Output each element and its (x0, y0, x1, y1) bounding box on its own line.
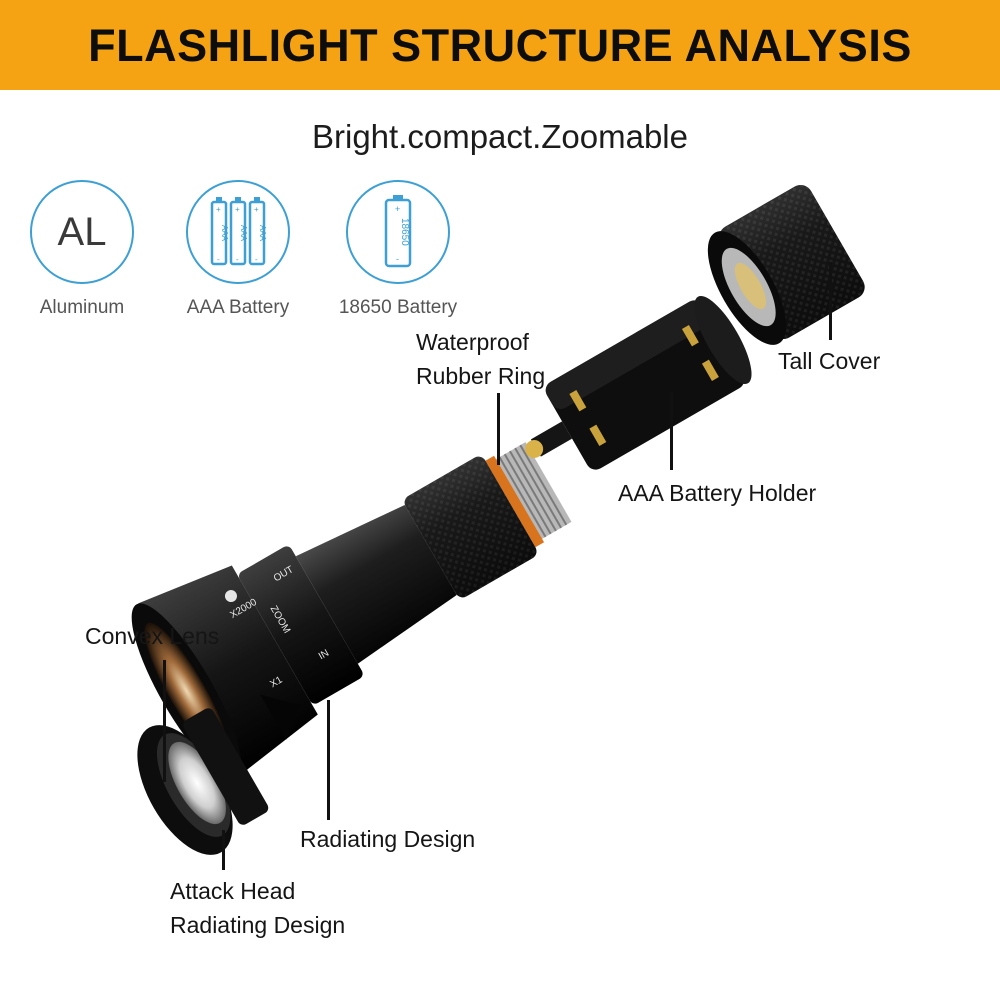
svg-text:-: - (396, 254, 399, 264)
aaa-battery-icon: + + + - - - AAA AAA AAA (186, 180, 290, 284)
leader-tall-cover (829, 262, 832, 340)
callout-tall-cover: Tall Cover (778, 348, 881, 374)
18650-battery-icon: + - 18650 (346, 180, 450, 284)
leader-waterproof (497, 393, 500, 465)
aaa-label-2: AAA (239, 225, 248, 242)
battery-holder (525, 295, 752, 470)
aaa-battery-label: AAA Battery (186, 297, 290, 318)
leader-convex-lens (163, 660, 166, 782)
aaa-label-1: AAA (220, 225, 229, 242)
leader-battery-holder (670, 392, 673, 470)
callout-radiating-design: Radiating Design (300, 826, 476, 852)
aaa-label-3: AAA (258, 225, 267, 242)
svg-text:+: + (216, 205, 221, 214)
callout-battery-holder: AAA Battery Holder (618, 480, 817, 506)
18650-battery-label: 18650 Battery (338, 297, 458, 318)
svg-text:-: - (236, 255, 239, 264)
svg-text:+: + (235, 205, 240, 214)
callout-convex-lens: Convex Lens (85, 623, 220, 649)
callout-attack-head-line2: Radiating Design (170, 912, 346, 938)
title-banner (0, 0, 1000, 90)
callout-attack-head-line1: Attack Head (170, 878, 296, 904)
svg-text:-: - (255, 255, 258, 264)
in-marking: IN (317, 648, 331, 663)
callout-waterproof-line2: Rubber Ring (416, 363, 546, 389)
flashlight-body: ZOOM OUT IN X1 X2000 (131, 442, 572, 779)
aluminum-icon: AL (30, 180, 134, 284)
x1-marking: X1 (268, 674, 284, 690)
18650-battery-graphic: + - 18650 (384, 195, 412, 268)
subtitle: Bright.compact.Zoomable (311, 118, 688, 155)
callout-waterproof-line1: Waterproof (416, 329, 529, 355)
svg-text:+: + (395, 204, 400, 214)
page-title: FLASHLIGHT STRUCTURE ANALYSIS (88, 20, 912, 71)
aluminum-label: Aluminum (39, 297, 125, 318)
leader-radiating-design (327, 700, 330, 820)
attack-head-ring (137, 708, 269, 855)
svg-text:-: - (217, 255, 220, 264)
aaa-battery-graphic: + + + - - - AAA AAA AAA (210, 197, 267, 266)
18650-label: 18650 (399, 218, 410, 246)
leader-attack-head (222, 830, 225, 870)
aluminum-icon-text: AL (57, 210, 107, 254)
tail-cap (707, 184, 865, 345)
svg-text:+: + (254, 205, 259, 214)
